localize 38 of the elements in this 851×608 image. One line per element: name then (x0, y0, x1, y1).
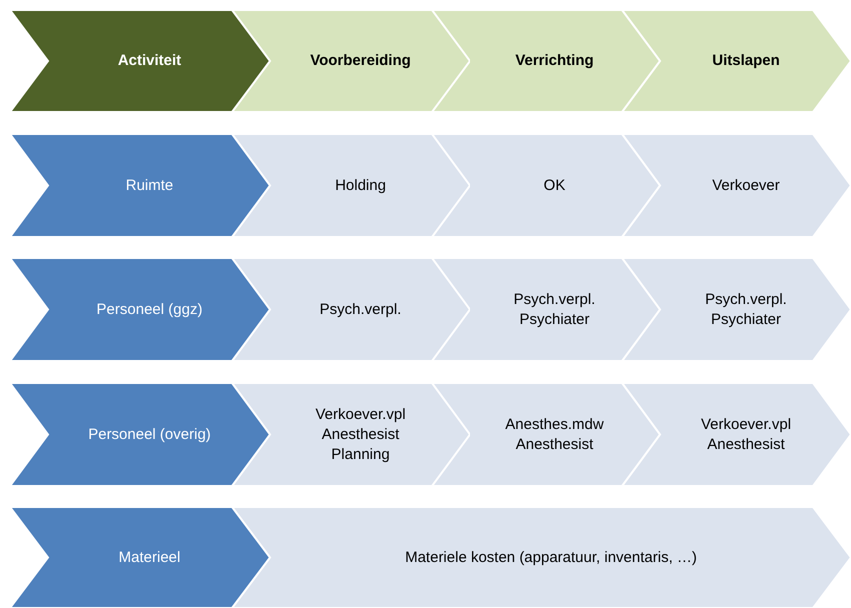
row-heading: Materieel (118, 548, 180, 568)
cell-text: Anesthesist (322, 424, 400, 444)
cell-text: OK (544, 176, 566, 196)
row-header-panel (10, 134, 270, 237)
cell-text: Anesthesist (516, 434, 594, 454)
cell-text: Psych.verpl. (320, 300, 402, 320)
row-heading: Ruimte (126, 176, 174, 196)
cell-text: Planning (331, 444, 390, 464)
cell-text: Psych.verpl. (705, 290, 787, 310)
phase-panel (232, 10, 470, 112)
column-heading: Verrichting (515, 51, 594, 71)
cell-text: Psychiater (710, 310, 782, 330)
row-heading: Personeel (ggz) (96, 300, 202, 320)
header-panel (10, 10, 270, 112)
row-header-panel (10, 507, 270, 608)
column-heading: Uitslapen (712, 51, 780, 71)
column-heading: Activiteit (118, 51, 182, 71)
table-cell-panel (232, 258, 470, 361)
phase-panel (622, 10, 851, 112)
cell-text: Verkoever.vpl (700, 414, 792, 434)
table-cell-panel (232, 134, 470, 237)
row-header-panel (10, 258, 270, 361)
cell-text: Materiele kosten (apparatuur, inventaris, …) (405, 548, 697, 568)
row-header-panel (10, 383, 270, 486)
cell-text: Verkoever.vpl (315, 404, 406, 424)
table-cell-panel (232, 507, 851, 608)
column-heading: Voorbereiding (310, 51, 411, 71)
cell-text: Verkoever (712, 176, 780, 196)
cell-text: Psych.verpl. (514, 290, 596, 310)
table-cell-panel (622, 383, 851, 486)
table-cell-panel (622, 258, 851, 361)
cell-text: Holding (335, 176, 386, 196)
table-cell-panel (622, 134, 851, 237)
cell-text: Anesthesist (707, 434, 785, 454)
row-heading: Personeel (overig) (88, 424, 211, 444)
cell-text: Psychiater (519, 310, 590, 330)
table-cell-panel (232, 383, 470, 486)
cell-text: Anesthes.mdw (505, 414, 604, 434)
